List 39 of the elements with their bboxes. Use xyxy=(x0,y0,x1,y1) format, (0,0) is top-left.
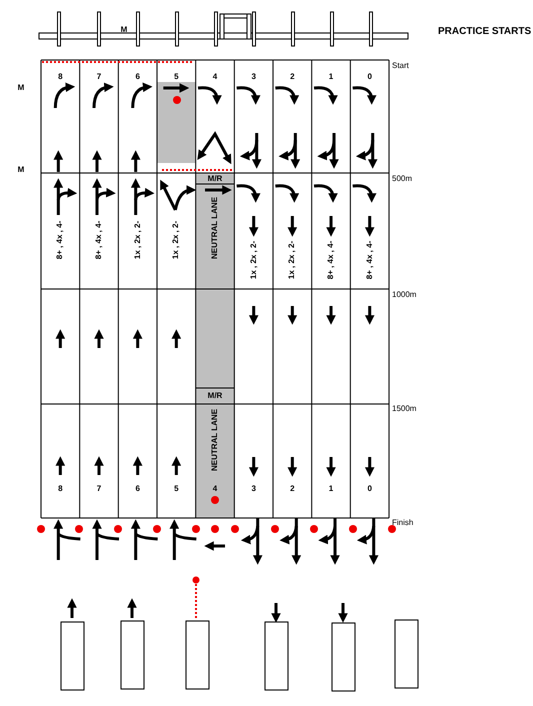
lane-number: 4 xyxy=(212,485,218,493)
lane-number: 7 xyxy=(96,73,102,81)
boat-class-label: 8+ , 4x , 4- xyxy=(366,240,374,280)
distance-label: 1000m xyxy=(392,291,416,299)
lane-number: 2 xyxy=(290,485,295,493)
lane-number: 1 xyxy=(328,485,334,493)
distance-label: 1500m xyxy=(392,405,416,413)
boat-class-label: 8+ , 4x , 4- xyxy=(56,220,64,260)
title: PRACTICE STARTS xyxy=(438,26,532,37)
lane-number: 0 xyxy=(367,73,372,81)
distance-label: Start xyxy=(392,62,409,70)
lane-number: 6 xyxy=(135,485,140,493)
lane-label: NEUTRAL LANE xyxy=(211,196,219,260)
lane-number: 3 xyxy=(251,73,256,81)
boat-class-label: 1x , 2x , 2- xyxy=(288,240,296,280)
lane-label: M/R xyxy=(208,392,222,400)
distance-label: Finish xyxy=(392,519,414,527)
mark-letter: M xyxy=(18,166,24,174)
lane-number: 5 xyxy=(174,73,179,81)
lane-label: NEUTRAL LANE xyxy=(211,408,219,472)
boat-class-label: 8+ , 4x , 4- xyxy=(327,240,336,280)
lane-number: 8 xyxy=(58,485,63,493)
lane-number: 5 xyxy=(174,485,179,493)
boat-class-label: 8+ , 4x , 4- xyxy=(95,220,103,260)
lane-number: 7 xyxy=(96,485,102,493)
lane-number: 8 xyxy=(58,73,63,81)
boat-class-label: 1x , 2x , 2- xyxy=(134,220,142,260)
mark-letter: M xyxy=(18,84,24,92)
lane-number: 4 xyxy=(212,73,218,81)
boat-class-label: 1x , 2x , 2- xyxy=(172,220,180,260)
lane-number: 0 xyxy=(367,485,372,493)
lane-number: 2 xyxy=(290,73,295,81)
lane-label: M/R xyxy=(208,174,222,182)
boat-class-label: 1x , 2x , 2- xyxy=(250,240,258,280)
lane-number: 3 xyxy=(251,485,256,493)
lane-number: 6 xyxy=(135,73,140,81)
lane-number: 1 xyxy=(328,73,334,81)
mark-letter: M xyxy=(120,26,128,34)
distance-label: 500m xyxy=(392,175,412,183)
